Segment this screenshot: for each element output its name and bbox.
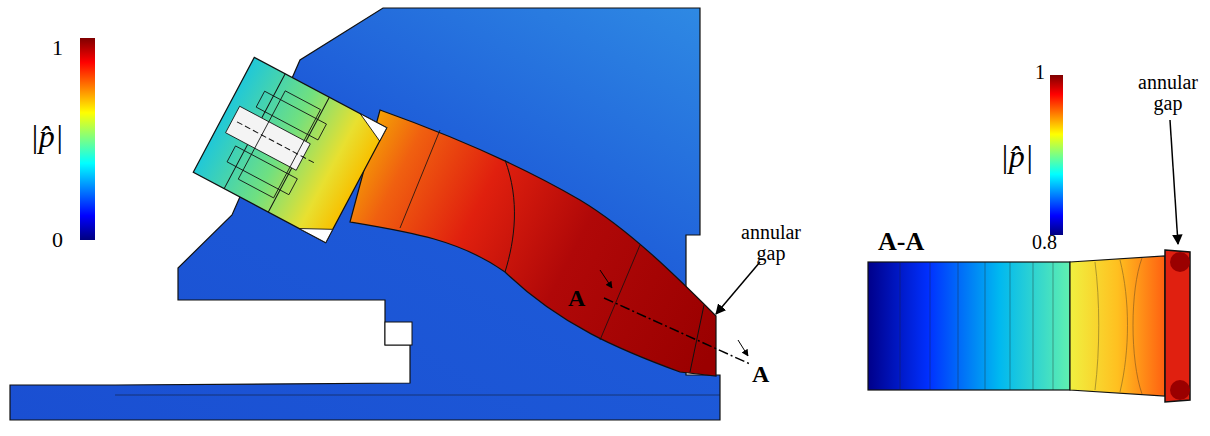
colorbar-max: 1 <box>52 36 63 59</box>
plenum-housing <box>10 8 720 420</box>
housing-notch <box>385 322 412 345</box>
colorbar-max: 1 <box>1035 62 1045 83</box>
callout-label: annular gap <box>1132 72 1204 114</box>
colorbar <box>80 38 95 240</box>
section-line <box>604 298 750 364</box>
leader-line <box>716 262 760 314</box>
section-duct <box>868 262 1070 390</box>
callout-label: annular gap <box>735 222 807 264</box>
burner <box>193 57 386 242</box>
colorbar-title: |p̂| <box>30 120 64 154</box>
section-letter: A <box>752 362 769 387</box>
colorbar-title: |p̂| <box>1000 140 1034 174</box>
colorbar-min: 0.8 <box>1032 232 1057 253</box>
section-letter: A <box>568 286 585 311</box>
combustion-chamber <box>350 110 716 376</box>
annular-gap <box>1165 250 1190 402</box>
leader-line <box>1170 120 1178 244</box>
section-nozzle <box>1070 256 1165 396</box>
colorbar <box>1050 75 1063 235</box>
section-title: A-A <box>878 228 924 255</box>
colorbar-min: 0 <box>52 228 63 251</box>
